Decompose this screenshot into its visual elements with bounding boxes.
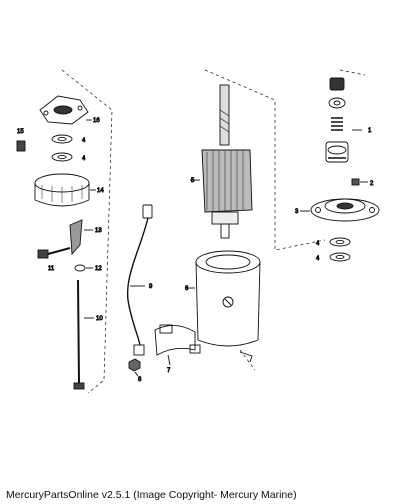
washer-part-12[interactable] [74, 264, 93, 272]
callout-14: 14 [97, 188, 104, 194]
callout-13: 13 [95, 228, 102, 234]
callout-6: 6 [185, 286, 189, 292]
brush-holder[interactable] [154, 324, 201, 366]
motor-frame[interactable] [185, 250, 261, 363]
callout-16: 16 [93, 118, 100, 124]
callout-9: 9 [149, 284, 153, 290]
callout-12: 12 [95, 266, 102, 272]
image-caption: MercuryPartsOnline v2.5.1 (Image Copyrig… [6, 489, 297, 501]
callout-1: 1 [368, 128, 372, 134]
callout-5: 5 [191, 178, 195, 184]
assembly-guide-lines [61, 69, 366, 394]
through-bolt[interactable] [73, 279, 94, 390]
washers-left[interactable] [51, 134, 73, 162]
callout-4-lower-right: 4 [316, 256, 320, 262]
callout-3: 3 [295, 209, 299, 215]
callout-10: 10 [96, 316, 103, 322]
callout-8: 8 [138, 377, 142, 383]
callout-4-upper-left: 4 [82, 138, 86, 144]
callout-2: 2 [370, 181, 374, 187]
brush-bracket[interactable] [69, 219, 93, 256]
bolt-part-15[interactable] [16, 140, 26, 152]
callout-4-lower-left: 4 [82, 156, 86, 162]
nut-part-8[interactable] [128, 358, 141, 377]
brush-plate[interactable] [34, 173, 96, 207]
screw-part-11[interactable] [37, 247, 71, 259]
end-cap[interactable] [300, 198, 380, 222]
drive-assembly[interactable] [325, 77, 362, 163]
lead-wire[interactable] [126, 204, 153, 356]
washers-right[interactable] [329, 237, 351, 262]
end-head[interactable] [39, 95, 92, 125]
callout-15: 15 [17, 129, 24, 135]
armature[interactable] [190, 84, 253, 239]
nut-part-2[interactable] [351, 178, 368, 186]
callout-4-upper-right: 4 [316, 241, 320, 247]
callout-11: 11 [48, 266, 55, 272]
callout-labels: 1 2 3 4 4 4 4 5 6 7 8 9 10 11 12 13 14 1… [17, 118, 375, 384]
callout-7: 7 [167, 368, 171, 374]
